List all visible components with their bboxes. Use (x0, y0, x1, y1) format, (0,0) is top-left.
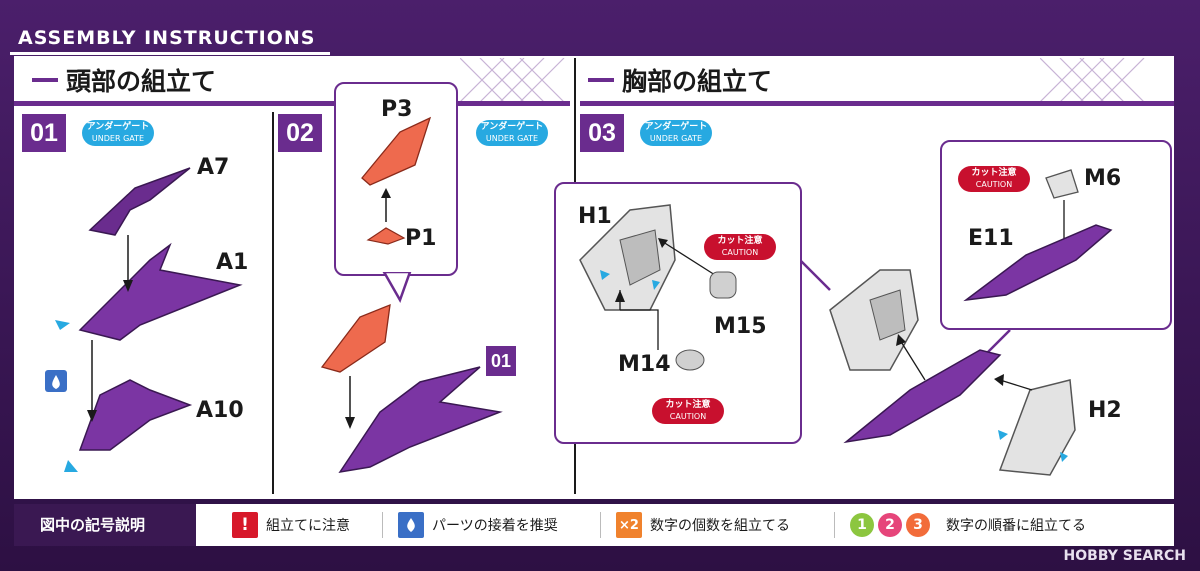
part-label-e11: E11 (968, 226, 1014, 251)
part-a1-shape (78, 242, 243, 341)
legend-label-caution: 組立てに注意 (266, 518, 350, 534)
legend-label-order: 数字の順番に組立てる (946, 518, 1086, 534)
legend-separator (600, 512, 601, 538)
legend-item-order: 1 2 3 数字の順番に組立てる (850, 512, 1086, 538)
part-label-a7: A7 (197, 155, 230, 180)
legend-separator (382, 512, 383, 538)
section-dash-head (32, 78, 58, 82)
step-02-diagram (320, 272, 503, 474)
part-label-m6: M6 (1084, 166, 1122, 191)
part-label-h2: H2 (1088, 398, 1122, 423)
hatch-decoration-left (460, 58, 565, 102)
part-label-a10: A10 (196, 398, 244, 423)
count-icon: ×2 (616, 512, 642, 538)
legend-item-caution: ! 組立てに注意 (232, 512, 350, 538)
part-label-m15: M15 (714, 314, 767, 339)
step-03-callout-diagram (579, 204, 737, 371)
step-03-e11-diagram (963, 169, 1113, 302)
legend-separator (834, 512, 835, 538)
step-number-03: 03 (580, 114, 624, 152)
number-1-icon: 1 (850, 513, 874, 537)
exclamation-icon: ! (232, 512, 258, 538)
section-title-head: 頭部の組立て (66, 67, 217, 96)
step-03-main-diagram (800, 259, 1076, 476)
legend-item-count: ×2 数字の個数を組立てる (616, 512, 790, 538)
glue-drop-icon (398, 512, 424, 538)
number-2-icon: 2 (878, 513, 902, 537)
header-rule (10, 52, 330, 55)
part-a10-shape (78, 379, 193, 451)
legend-bar (14, 504, 1174, 546)
header-title: ASSEMBLY INSTRUCTIONS (18, 27, 316, 49)
legend-title: 図中の記号説明 (14, 504, 196, 546)
step-02-callout-diagram (361, 116, 432, 245)
hatch-decoration-right (1040, 58, 1145, 102)
step-number-02: 02 (278, 114, 322, 152)
section-underline-head (14, 101, 570, 106)
number-3-icon: 3 (906, 513, 930, 537)
step-ref-01: 01 (486, 346, 516, 376)
step-01-diagram (45, 167, 243, 472)
divider-steps-1-2 (272, 112, 274, 494)
part-label-p3: P3 (381, 97, 413, 122)
part-label-a1: A1 (216, 250, 249, 275)
section-underline-chest (580, 101, 1174, 106)
step-number-01: 01 (22, 114, 66, 152)
part-label-m14: M14 (618, 352, 671, 377)
section-title-chest: 胸部の組立て (622, 67, 773, 96)
part-label-p1: P1 (405, 226, 437, 251)
legend-label-count: 数字の個数を組立てる (650, 518, 790, 534)
part-label-h1: H1 (578, 204, 612, 229)
legend-item-glue: パーツの接着を推奨 (398, 512, 558, 538)
watermark-logo: HOBBY SEARCH (1063, 548, 1186, 564)
legend-label-glue: パーツの接着を推奨 (432, 518, 558, 534)
part-a7-shape (88, 167, 191, 236)
section-dash-chest (588, 78, 614, 82)
